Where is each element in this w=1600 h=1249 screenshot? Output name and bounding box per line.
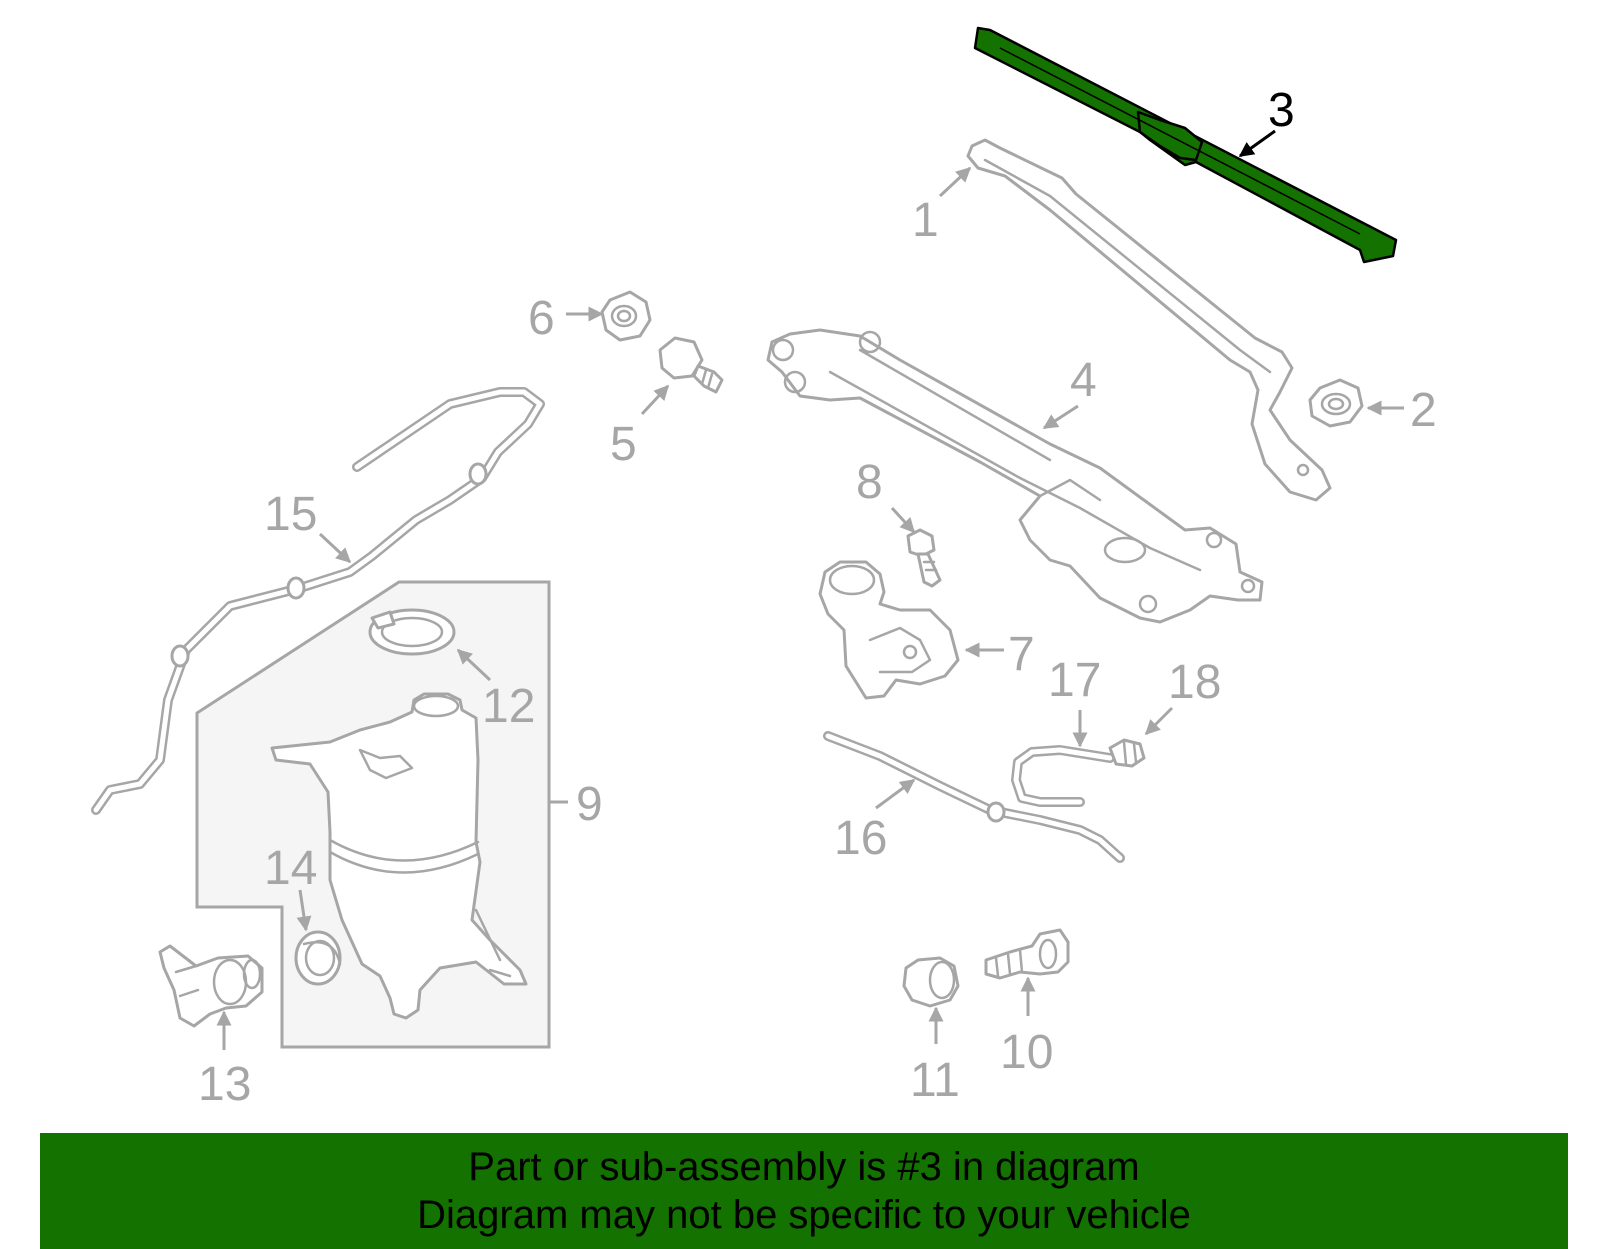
wiper-motor-part-7[interactable] xyxy=(818,560,960,700)
leader-8 xyxy=(890,506,916,534)
callout-18: 18 xyxy=(1168,656,1221,709)
callout-5: 5 xyxy=(610,418,637,471)
leader-16 xyxy=(875,778,916,810)
washer-hose-part-17[interactable] xyxy=(1011,745,1115,807)
callout-9: 9 xyxy=(576,778,603,831)
connector-part-18[interactable] xyxy=(1108,738,1146,768)
wiper-arm-part-1[interactable] xyxy=(966,138,1332,502)
wiper-blade-part-3[interactable] xyxy=(973,26,1398,264)
callout-13: 13 xyxy=(198,1058,251,1111)
nut-part-6[interactable] xyxy=(600,290,652,342)
washer-reservoir-part-9[interactable] xyxy=(195,580,551,1049)
grommet-part-11[interactable] xyxy=(902,956,960,1008)
leader-15 xyxy=(318,532,352,564)
callout-4: 4 xyxy=(1070,354,1097,407)
info-banner: Part or sub-assembly is #3 in diagram Di… xyxy=(40,1133,1568,1249)
callout-6: 6 xyxy=(528,292,555,345)
leader-lines xyxy=(216,129,1404,1050)
callout-10: 10 xyxy=(1000,1026,1053,1079)
callout-15: 15 xyxy=(264,488,317,541)
callout-8: 8 xyxy=(856,456,883,509)
nut-part-2[interactable] xyxy=(1308,378,1364,428)
callout-1: 1 xyxy=(912,194,939,247)
leader-4 xyxy=(1042,404,1079,430)
leader-18 xyxy=(1144,706,1174,736)
washer-pump-part-13[interactable] xyxy=(158,944,264,1028)
leader-5 xyxy=(640,384,670,416)
leader-1 xyxy=(938,166,972,198)
leader-12 xyxy=(456,648,492,682)
banner-line-disclaimer: Diagram may not be specific to your vehi… xyxy=(417,1193,1191,1237)
leader-3 xyxy=(1238,129,1276,158)
callout-2: 2 xyxy=(1410,384,1437,437)
callout-3: 3 xyxy=(1268,84,1295,137)
callout-labels: 3 1 2 4 5 6 7 8 9 10 11 12 13 14 15 16 1… xyxy=(198,84,1437,1111)
callout-14: 14 xyxy=(264,842,317,895)
callout-11: 11 xyxy=(910,1054,960,1107)
nozzle-part-10[interactable] xyxy=(984,928,1070,980)
bolt-part-8[interactable] xyxy=(906,528,942,588)
leader-14 xyxy=(296,889,312,932)
callout-7: 7 xyxy=(1008,628,1035,681)
washer-hose-part-16[interactable] xyxy=(823,731,1125,863)
callout-16: 16 xyxy=(834,812,887,865)
seal-part-12[interactable] xyxy=(368,608,456,656)
callout-17: 17 xyxy=(1048,654,1101,707)
grommet-part-14[interactable] xyxy=(294,930,342,986)
washer-hose-part-15[interactable] xyxy=(91,387,545,815)
bolt-part-5[interactable] xyxy=(658,336,724,394)
wiper-linkage-part-4[interactable] xyxy=(766,328,1264,624)
banner-line-part-number: Part or sub-assembly is #3 in diagram xyxy=(468,1145,1140,1189)
callout-12: 12 xyxy=(482,680,535,733)
